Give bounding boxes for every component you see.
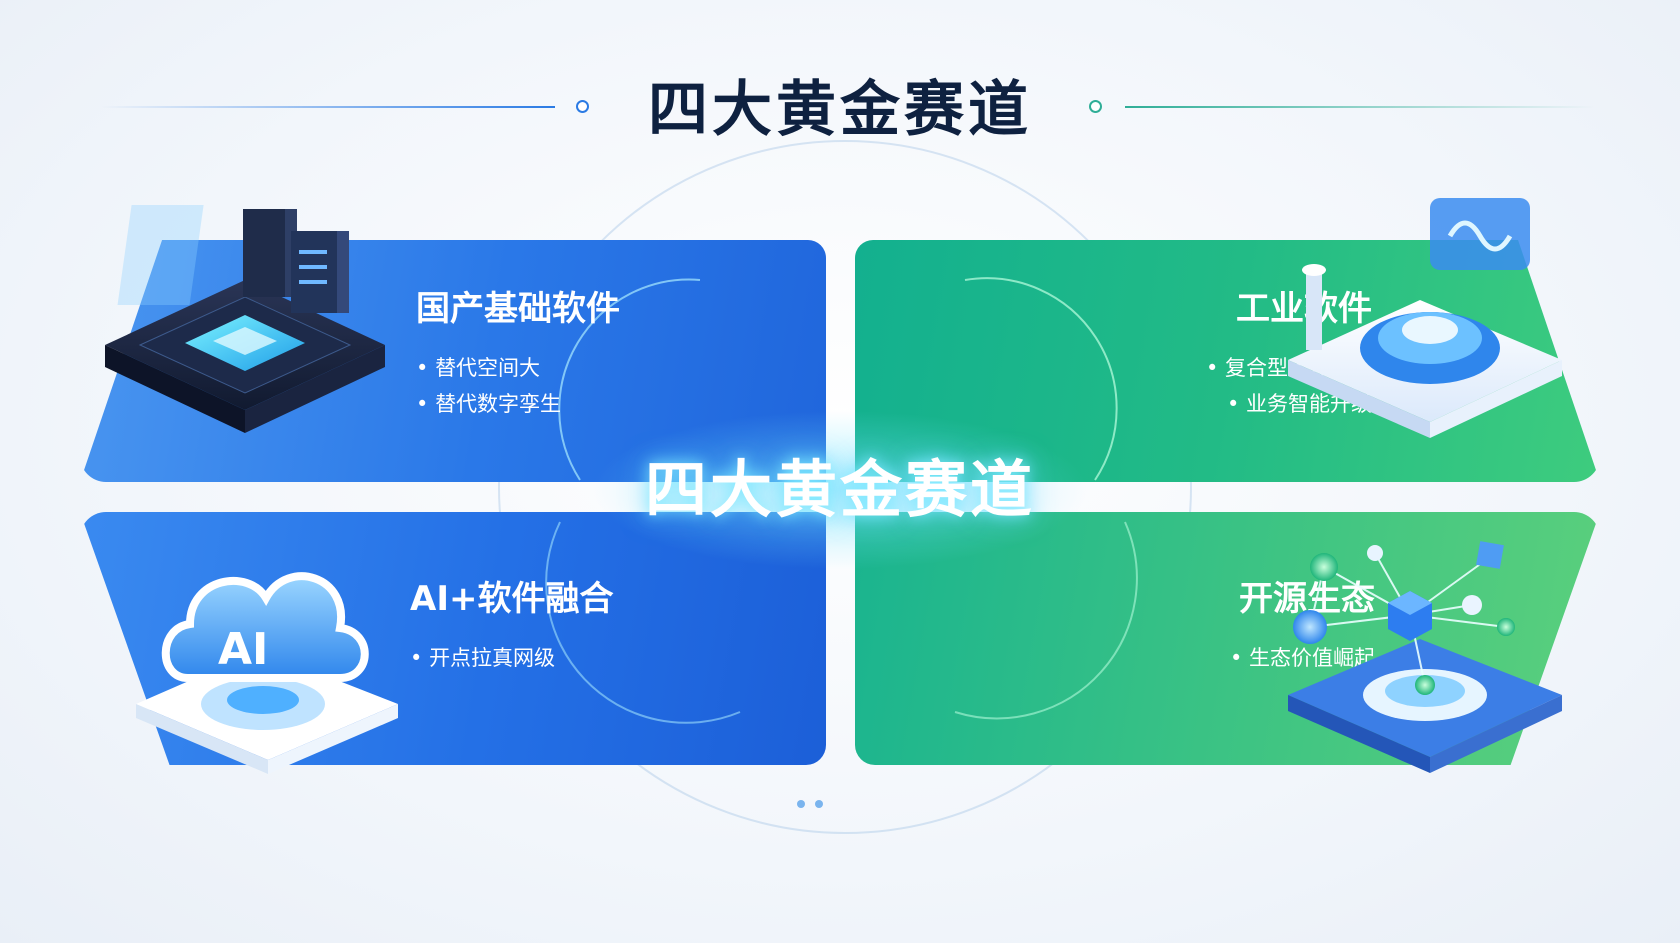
track-bullet: 替代数字孪生 — [416, 390, 561, 418]
track-bullet: 替代空间大 — [416, 354, 540, 382]
background-ring — [498, 140, 1192, 834]
header-dot-right — [1089, 100, 1102, 113]
header-dot-left — [576, 100, 589, 113]
network-nodes-icon — [1288, 541, 1562, 773]
track-title: 工业软件 — [1236, 289, 1372, 329]
track-bullet: 开点拉真网级 — [410, 644, 555, 672]
header-divider-left — [100, 106, 555, 108]
ai-cloud-icon: AI — [136, 572, 398, 774]
ai-cloud-label: AI — [218, 624, 268, 675]
panel-arc-decor — [964, 277, 1118, 481]
header-divider-right — [1125, 106, 1595, 108]
track-bullet: 生态价值崛起 — [1230, 644, 1375, 672]
pager-dot — [815, 800, 823, 808]
track-title: AI+软件融合 — [410, 579, 614, 619]
center-glow — [590, 410, 1090, 570]
panel-arc-decor — [558, 278, 701, 481]
industrial-platform-icon — [1288, 198, 1562, 438]
track-title: 国产基础软件 — [416, 289, 620, 329]
page-title: 四大黄金赛道 — [648, 75, 1032, 145]
pager-dot — [797, 800, 805, 808]
panel-arc-decor — [954, 521, 1138, 720]
center-title: 四大黄金赛道 — [644, 453, 1035, 526]
panel-arc-decor — [545, 521, 741, 724]
server-chip-icon — [105, 205, 385, 433]
